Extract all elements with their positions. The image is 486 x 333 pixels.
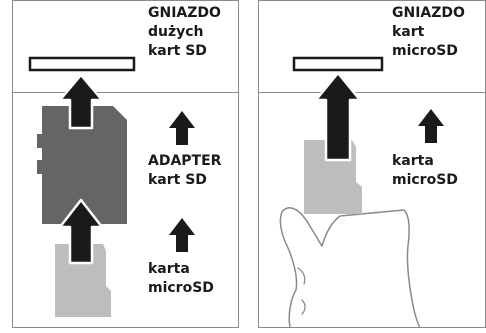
label-microsd-slot: GNIAZDO kart microSD (392, 4, 465, 61)
left-panel (12, 0, 239, 328)
arrow-small-left-bottom (169, 218, 195, 252)
arrow-adapter-into-slot (58, 73, 104, 130)
label-line: GNIAZDO (148, 5, 221, 21)
label-microsd-card-right: karta microSD (392, 152, 458, 190)
label-sd-adapter: ADAPTER kart SD (148, 152, 221, 190)
label-line: microSD (148, 280, 214, 296)
label-line: ADAPTER (148, 153, 222, 169)
arrow-small-left-top (169, 111, 195, 145)
sd-adapter (37, 106, 127, 224)
label-line: GNIAZDO (392, 5, 465, 21)
microsd-card-slot (292, 56, 384, 72)
label-line: microSD (392, 172, 458, 188)
sd-card-slot (28, 56, 136, 72)
label-line: karta (148, 261, 190, 277)
label-large-sd-slot: GNIAZDO dużych kart SD (148, 4, 221, 61)
arrow-card-into-adapter (58, 198, 104, 265)
hand-finger-line (297, 267, 306, 315)
hand-outline (279, 207, 421, 329)
label-line: microSD (392, 43, 458, 59)
label-line: dużych (148, 24, 204, 40)
label-line: karta (392, 153, 434, 169)
label-line: kart (392, 24, 425, 40)
arrow-small-right (418, 109, 444, 143)
arrow-card-into-slot (314, 71, 362, 162)
label-line: kart SD (148, 172, 207, 188)
right-panel (258, 0, 486, 329)
label-line: kart SD (148, 43, 207, 59)
label-microsd-card-left: karta microSD (148, 260, 214, 298)
